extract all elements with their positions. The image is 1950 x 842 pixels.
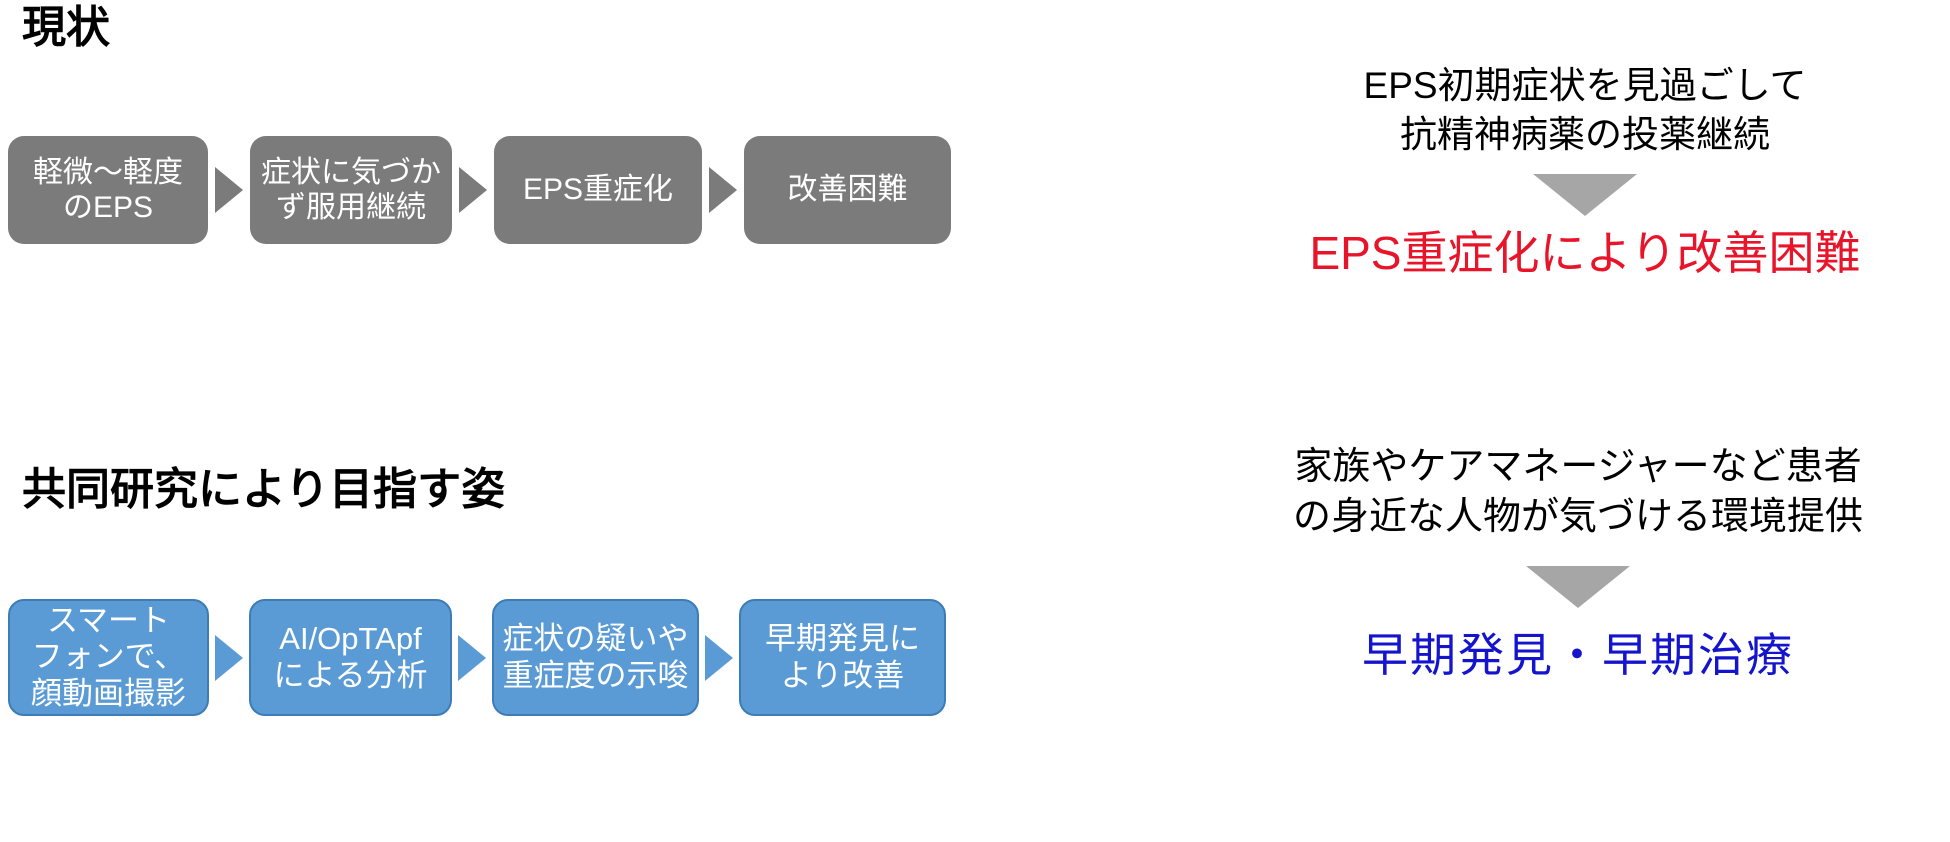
chevron-right-icon — [215, 167, 243, 213]
flow-box-current-3[interactable]: EPS重症化 — [494, 136, 702, 244]
chevron-right-icon — [458, 634, 486, 681]
note-block-current-state: EPS初期症状を見過ごして 抗精神病薬の投薬継続 EPS重症化により改善困難 — [1235, 62, 1935, 281]
section-heading-current: 現状 — [22, 3, 110, 52]
note-description-goal: 家族やケアマネージャーなど患者 の身近な人物が気づける環境提供 — [1292, 446, 1863, 539]
section-heading-goal: 共同研究により目指す姿 — [22, 465, 506, 514]
note-conclusion-current: EPS重症化により改善困難 — [1309, 226, 1861, 279]
chevron-right-icon — [705, 634, 733, 681]
flow-box-current-2[interactable]: 症状に気づか ず服用継続 — [250, 136, 452, 244]
flow-row-goal-state: スマート フォンで、 顔動画撮影 AI/OpTApf による分析 症状の疑いや … — [8, 595, 946, 720]
flow-box-current-4[interactable]: 改善困難 — [744, 136, 951, 244]
note-conclusion-goal: 早期発見・早期治療 — [1362, 629, 1794, 682]
flow-box-goal-2[interactable]: AI/OpTApf による分析 — [249, 599, 452, 716]
down-arrow-icon — [1526, 566, 1630, 609]
flow-row-current-state: 軽微〜軽度 のEPS 症状に気づか ず服用継続 EPS重症化 改善困難 — [8, 130, 951, 250]
flow-box-current-1[interactable]: 軽微〜軽度 のEPS — [8, 136, 208, 244]
note-description-current: EPS初期症状を見過ごして 抗精神病薬の投薬継続 — [1363, 65, 1807, 155]
chevron-right-icon — [459, 167, 487, 213]
down-arrow-icon — [1533, 173, 1637, 216]
flow-box-goal-4[interactable]: 早期発見に より改善 — [739, 599, 946, 716]
chevron-right-icon — [215, 634, 243, 681]
flow-box-goal-3[interactable]: 症状の疑いや 重症度の示唆 — [492, 599, 699, 716]
chevron-right-icon — [709, 167, 737, 213]
flow-box-goal-1[interactable]: スマート フォンで、 顔動画撮影 — [8, 599, 209, 716]
note-block-goal-state: 家族やケアマネージャーなど患者 の身近な人物が気づける環境提供 早期発見・早期治… — [1228, 442, 1928, 684]
